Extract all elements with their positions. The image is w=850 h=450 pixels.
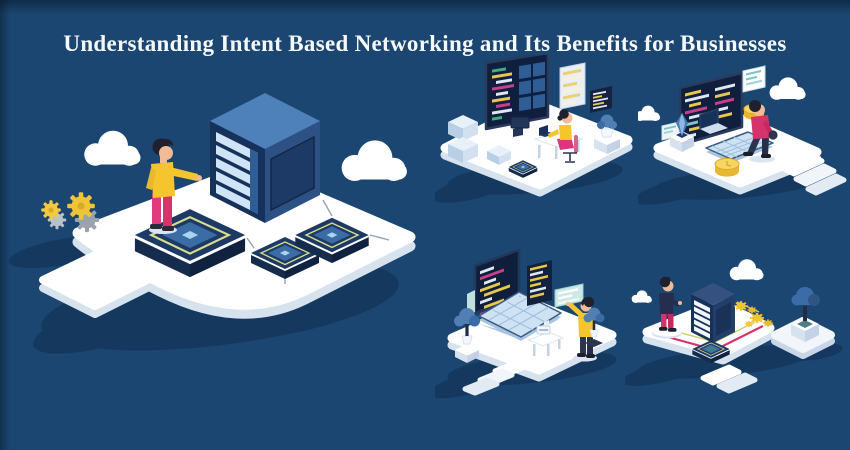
coin-icon xyxy=(714,103,765,177)
document-panel-icon xyxy=(559,62,586,110)
teal-panel-icon xyxy=(554,283,584,308)
person-walking xyxy=(743,100,778,163)
circuit-chip-icon xyxy=(691,339,731,364)
page-title: Understanding Intent Based Networking an… xyxy=(63,31,787,57)
big-laptop-scene xyxy=(435,248,617,399)
desk-icon xyxy=(527,320,565,356)
code-screen-icon xyxy=(484,55,550,137)
code-panel-icon xyxy=(527,260,552,306)
laptop-icon xyxy=(467,248,562,341)
steps-icon xyxy=(700,364,758,394)
storage-boxes-icon xyxy=(448,115,511,165)
plant-icon xyxy=(594,114,620,154)
top-vignette xyxy=(0,0,850,14)
person-standing xyxy=(652,276,682,339)
person-at-desk xyxy=(548,109,578,163)
mini-code-panel-icon xyxy=(590,86,612,113)
laptop-icon xyxy=(699,107,728,134)
code-monitor-workstation-scene xyxy=(435,55,633,203)
person-pointing xyxy=(146,138,202,234)
server-tower-scene xyxy=(8,93,416,354)
gears-icon xyxy=(41,192,100,233)
small-server-scene xyxy=(625,259,843,394)
cloud-tree-icon xyxy=(791,287,820,342)
tree-icon xyxy=(454,307,605,363)
walking-developer-scene xyxy=(638,65,847,205)
crystal-icon xyxy=(670,113,694,152)
server-tower-icon xyxy=(691,283,735,343)
server-tower-icon xyxy=(210,93,320,223)
steps-icon xyxy=(781,153,847,196)
steps-icon xyxy=(462,359,530,396)
